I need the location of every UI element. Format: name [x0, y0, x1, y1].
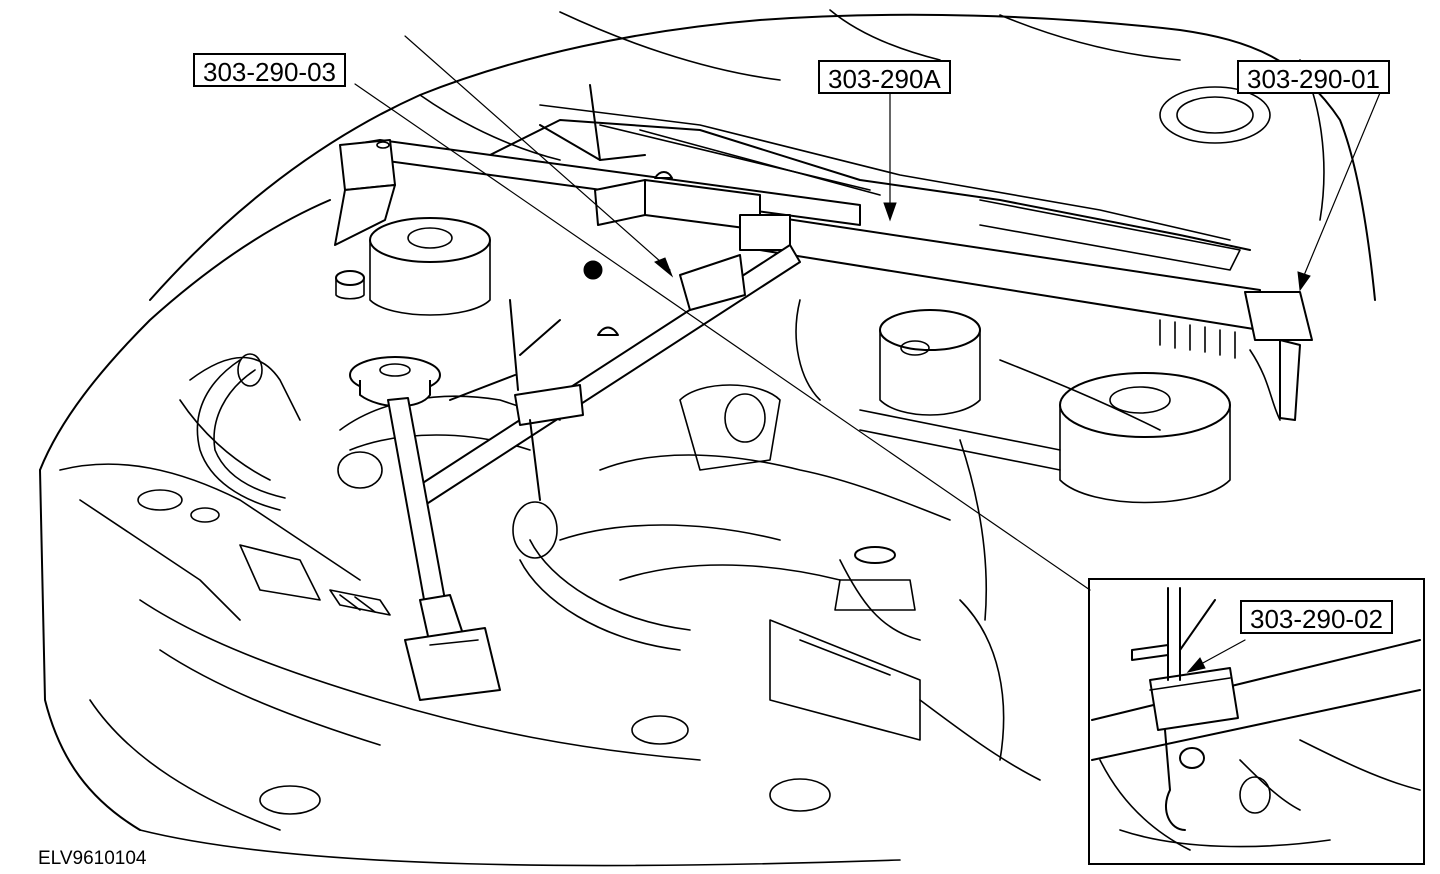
lower-support-arm	[414, 244, 801, 559]
right-strut-tower	[879, 309, 1231, 504]
callout-303-290a: 303-290A	[818, 60, 951, 94]
callout-303-290-02: 303-290-02	[1240, 600, 1393, 634]
callout-leaders	[354, 35, 1383, 671]
lifting-rod-assembly	[349, 356, 501, 701]
figure-reference-code: ELV9610104	[38, 848, 147, 869]
engine-bay-contour	[39, 199, 901, 867]
inset-detail	[1091, 587, 1421, 851]
reference-dot	[583, 260, 603, 280]
left-strut-tower	[179, 217, 491, 481]
left-end-bracket	[334, 139, 396, 246]
wiper-cowl	[479, 104, 1251, 271]
callout-303-290-01: 303-290-01	[1237, 60, 1390, 94]
engine-block	[337, 299, 1161, 812]
callout-303-290-03: 303-290-03	[193, 53, 346, 87]
arrowheads	[654, 202, 1311, 673]
hoses	[196, 359, 1005, 761]
hood-outline	[149, 9, 1376, 301]
center-slider-block	[539, 84, 791, 251]
